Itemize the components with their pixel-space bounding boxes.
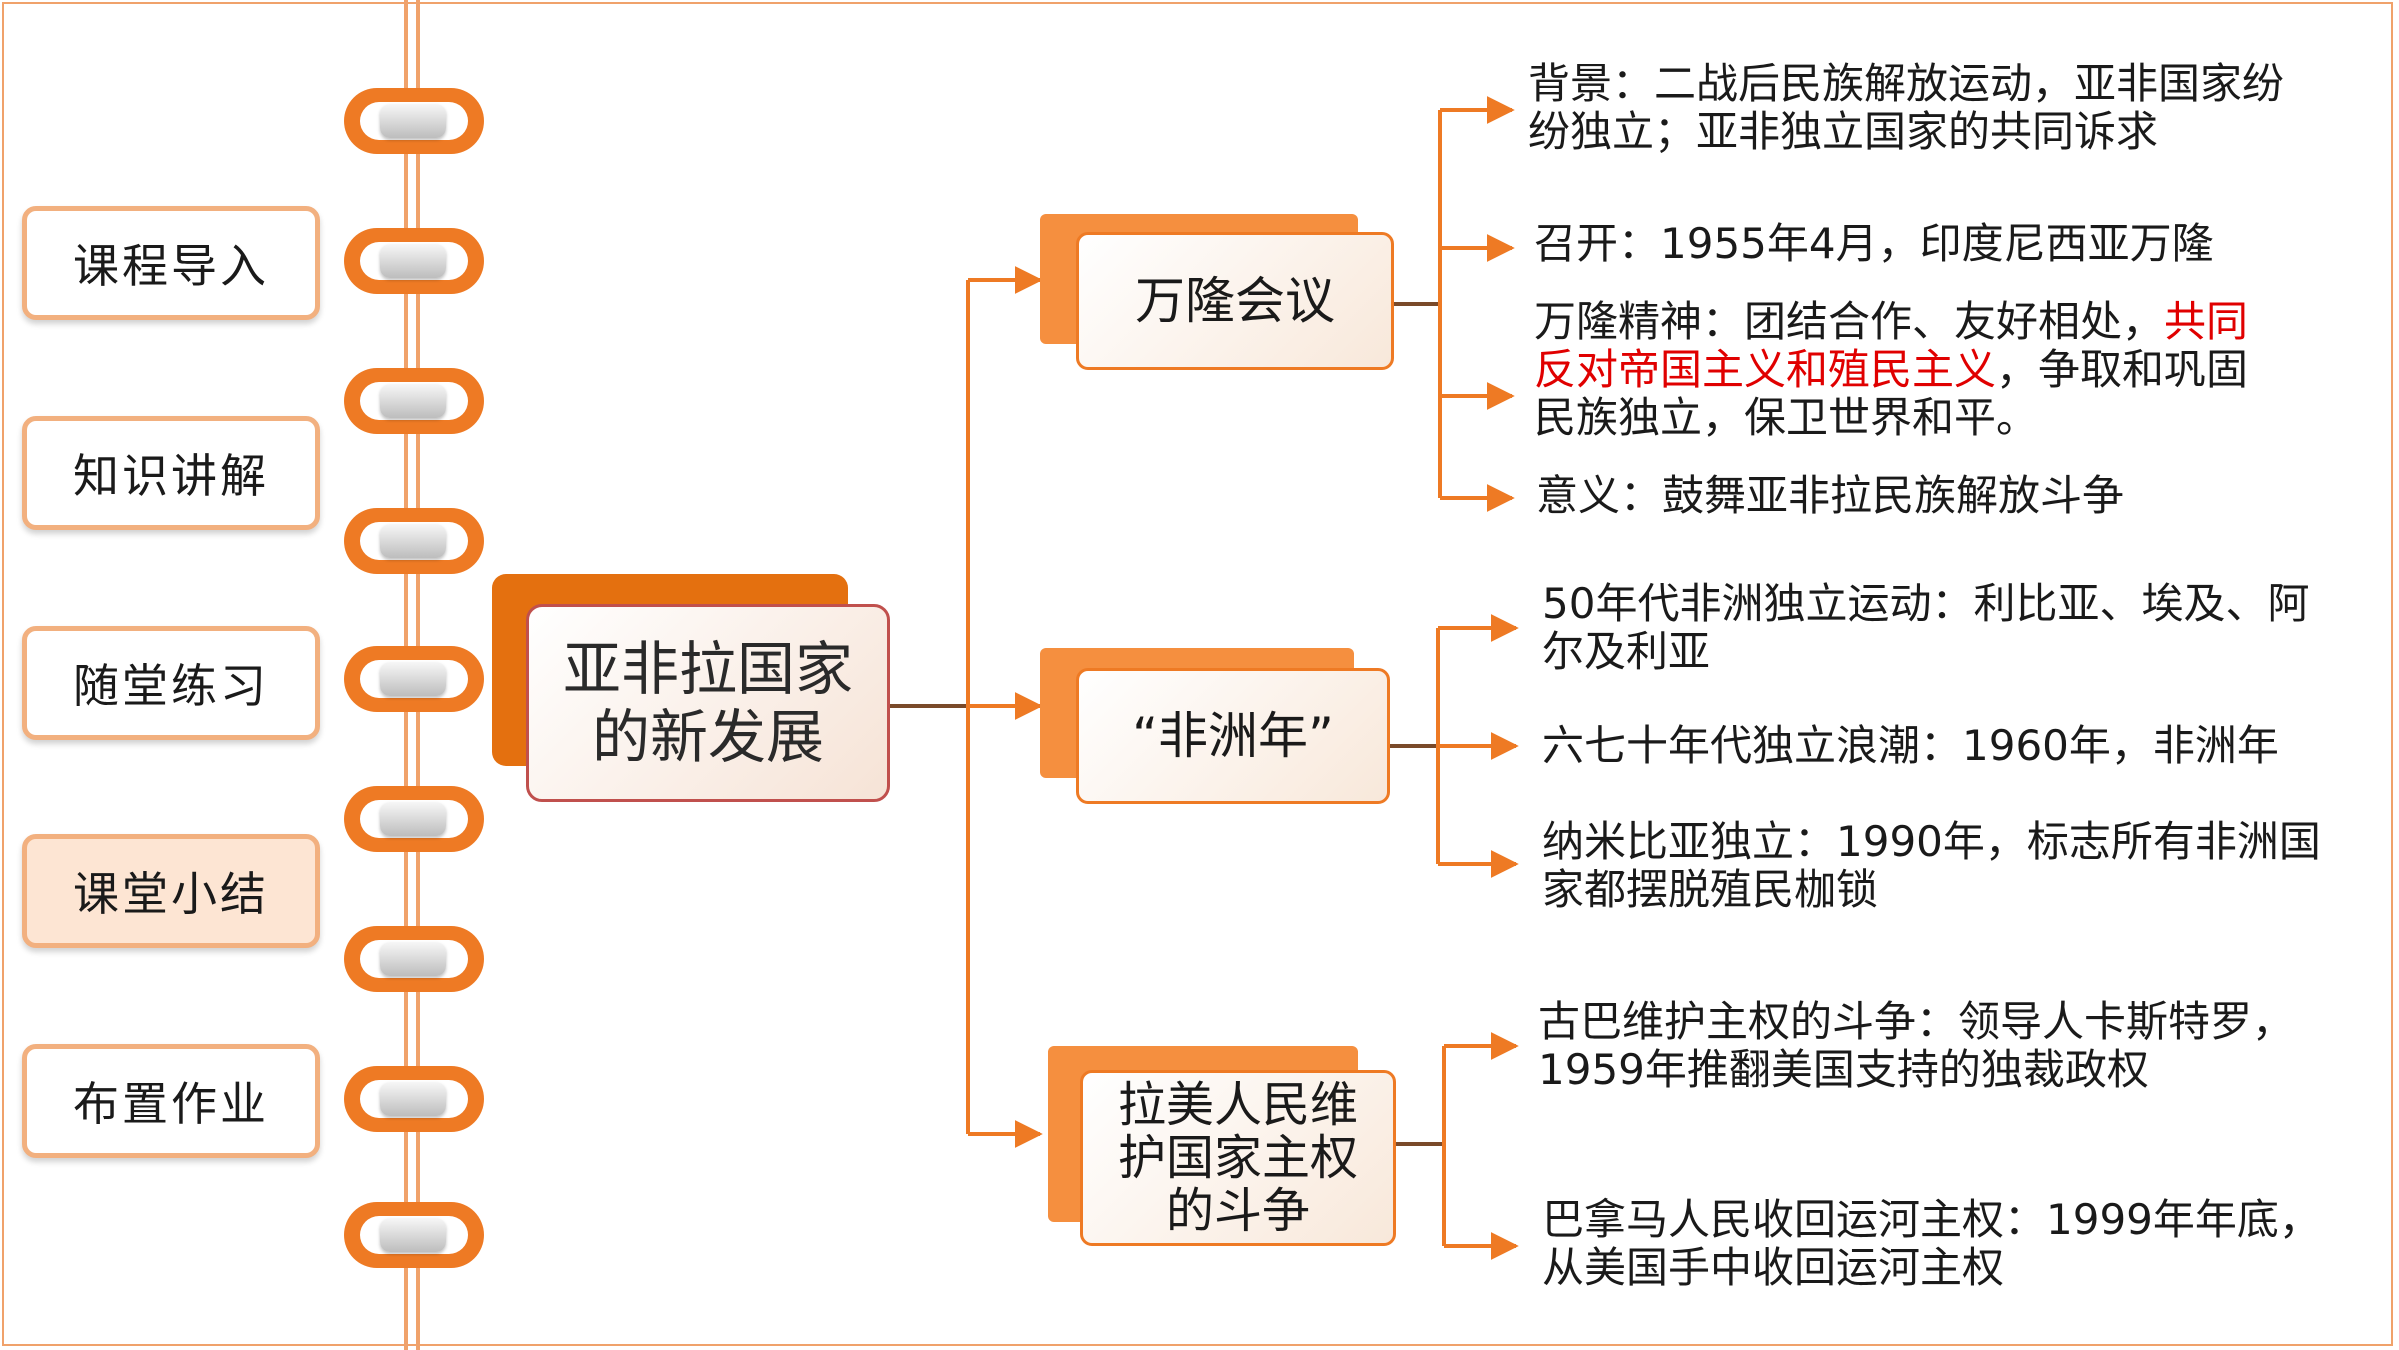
binder-ring-icon <box>344 1202 484 1268</box>
highlight-text: 反对帝国主义和殖民主义 <box>1534 345 1997 394</box>
binder-ring-icon <box>344 926 484 992</box>
binder-ring-icon <box>344 786 484 852</box>
leaf-bandung-background: 背景：二战后民族解放运动，亚非国家纷 纷独立；亚非独立国家的共同诉求 <box>1528 59 2285 156</box>
center-node-line: 亚非拉国家 <box>562 635 853 703</box>
leaf-latin-panama: 巴拿马人民收回运河主权：1999年年底， 从美国手中收回运河主权 <box>1542 1195 2321 1292</box>
node-latin-america-struggle: 拉美人民维 护国家主权 的斗争 <box>1080 1070 1396 1246</box>
nav-tab-practice[interactable]: 随堂练习 <box>22 626 320 740</box>
nav-tab-course-intro[interactable]: 课程导入 <box>22 206 320 320</box>
leaf-africa-6070s: 六七十年代独立浪潮：1960年，非洲年 <box>1542 721 2279 770</box>
binder-ring-icon <box>344 228 484 294</box>
binder-ring-icon <box>344 508 484 574</box>
node-bandung-conference: 万隆会议 <box>1076 232 1394 370</box>
nav-tab-summary[interactable]: 课堂小结 <box>22 834 320 948</box>
binder-ring-icon <box>344 368 484 434</box>
leaf-bandung-held: 召开：1955年4月，印度尼西亚万隆 <box>1534 219 2214 268</box>
node-africa-year: “非洲年” <box>1076 668 1390 804</box>
leaf-bandung-spirit: 万隆精神：团结合作、友好相处，共同 反对帝国主义和殖民主义，争取和巩固 民族独立… <box>1534 297 2249 442</box>
leaf-bandung-significance: 意义：鼓舞亚非拉民族解放斗争 <box>1536 471 2125 520</box>
highlight-text: 共同 <box>2164 297 2249 346</box>
leaf-latin-cuba: 古巴维护主权的斗争：领导人卡斯特罗， 1959年推翻美国支持的独裁政权 <box>1538 997 2295 1094</box>
binder-ring-icon <box>344 646 484 712</box>
center-node-line: 的新发展 <box>591 703 824 771</box>
leaf-africa-namibia: 纳米比亚独立：1990年，标志所有非洲国 家都摆脱殖民枷锁 <box>1542 817 2321 914</box>
binder-ring-icon <box>344 88 484 154</box>
nav-tab-homework[interactable]: 布置作业 <box>22 1044 320 1158</box>
binder-ring-icon <box>344 1066 484 1132</box>
nav-tab-knowledge[interactable]: 知识讲解 <box>22 416 320 530</box>
center-node: 亚非拉国家 的新发展 <box>526 604 890 802</box>
leaf-africa-50s: 50年代非洲独立运动：利比亚、埃及、阿 尔及利亚 <box>1542 579 2310 676</box>
